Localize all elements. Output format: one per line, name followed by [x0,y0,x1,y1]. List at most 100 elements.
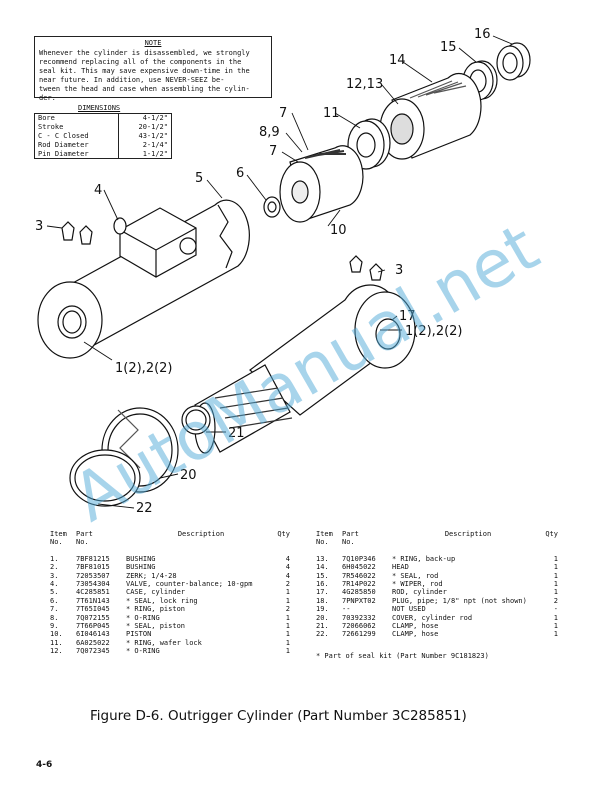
part-quantity: 4 [285,554,290,563]
callout-6: 6 [236,166,244,181]
part-quantity: 2 [285,605,290,614]
part-number: 73054304 [76,580,110,589]
part-description: * WIPER, rod [392,580,443,589]
part-quantity: 1 [553,630,558,639]
part-number: 7Q072155 [76,613,110,622]
part-quantity: 1 [285,638,290,647]
part-item-number: 3. [50,571,59,580]
part-item-number: 18. [316,596,329,605]
dimension-label: Stroke [38,123,119,132]
callout-21: 21 [228,426,245,441]
part-number: 7PNPXT02 [342,596,376,605]
part-number: 6A025022 [76,638,110,647]
callout-7-upper: 7 [279,106,287,121]
dimension-label: Rod Diameter [38,141,119,150]
part-description: CLAMP, hose [392,630,439,639]
part-description: BUSHING [126,554,156,563]
part-quantity: 1 [553,554,558,563]
callout-7-lower: 7 [269,144,277,159]
rod-wiper-part [496,42,531,81]
part-description: * SEAL, piston [126,622,186,631]
part-number: 6I046143 [76,630,110,639]
parts-row: 16. 7R14P022 * WIPER, rod 1 [316,580,558,588]
part-item-number: 5. [50,588,59,597]
part-description: ROD, cylinder [392,588,447,597]
dimension-value: 20-1/2" [138,123,168,131]
piston-part [279,145,364,223]
header-qty: Qty [277,530,290,538]
part-number: 7Q072345 [76,647,110,656]
callout-22: 22 [136,501,153,516]
part-description: BUSHING [126,563,156,572]
part-item-number: 10. [50,630,63,639]
dimension-value: 43-1/2" [138,132,168,140]
figure-caption: Figure D-6. Outrigger Cylinder (Part Num… [90,708,467,724]
seal-kit-note: NOTE Whenever the cylinder is disassembl… [34,36,272,102]
part-item-number: 17. [316,588,329,597]
part-number: 7R14P022 [342,580,376,589]
dimension-label: Bore [38,114,119,123]
part-quantity: 1 [553,613,558,622]
dimension-value: 1-1/2" [142,150,168,158]
part-quantity: 1 [285,588,290,597]
part-item-number: 20. [316,613,329,622]
part-quantity: 4 [285,571,290,580]
callout-14: 14 [389,53,406,68]
part-quantity: 2 [553,596,558,605]
part-quantity: 1 [553,588,558,597]
callout-17: 17 [399,309,416,324]
dimensions-title: DIMENSIONS [78,104,121,112]
part-quantity: 1 [285,613,290,622]
part-item-number: 12. [50,647,63,656]
note-line: seal kit. This may save expensive down-t… [39,67,250,75]
part-number: 7T66P045 [76,622,110,631]
part-item-number: 15. [316,571,329,580]
part-description: * O-RING [126,647,160,656]
part-item-number: 16. [316,580,329,589]
callout-5: 5 [195,171,203,186]
part-number: 7R546022 [342,571,376,580]
part-item-number: 8. [50,613,59,622]
part-number: 4G285850 [342,588,376,597]
part-item-number: 13. [316,554,329,563]
part-quantity: 1 [553,580,558,589]
part-number: 72053507 [76,571,110,580]
part-number: 7Q10P346 [342,554,376,563]
part-quantity: 4 [285,563,290,572]
callout-10: 10 [330,223,347,238]
part-item-number: 4. [50,580,59,589]
lock-ring-seal-part [263,196,281,218]
callout-11: 11 [323,106,340,121]
part-number: 4C285851 [76,588,110,597]
dimension-row: Stroke 20-1/2" [35,123,171,132]
seal-kit-footnote: * Part of seal kit (Part Number 9C181823… [316,652,489,660]
callout-1-2-left: 1(2),2(2) [115,361,173,376]
part-description: HEAD [392,563,409,572]
note-title: NOTE [144,39,162,47]
part-quantity: 2 [285,580,290,589]
part-number: 7BF81215 [76,554,110,563]
page-number: 4-6 [36,760,53,770]
part-description: PISTON [126,630,152,639]
part-item-number: 22. [316,630,329,639]
exploded-cylinder-diagram: 16 15 14 12,13 11 7 8,9 7 6 5 4 3 10 3 1… [35,27,531,516]
callout-3-right: 3 [395,263,403,278]
